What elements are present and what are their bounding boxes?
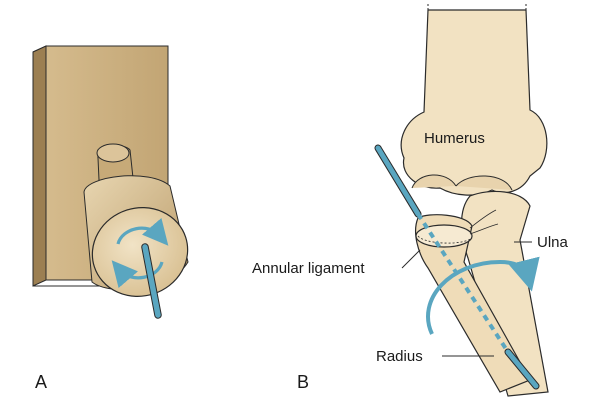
axis-rod-a — [141, 243, 162, 319]
panel-label-b: B — [297, 372, 309, 392]
humerus-bone — [400, 9, 548, 196]
label-radius: Radius — [376, 348, 423, 365]
ligament-leader — [401, 249, 421, 269]
plank-side-face — [32, 45, 47, 287]
axis-rod-b — [374, 144, 540, 390]
rotation-arrow-b — [426, 256, 540, 335]
panel-b-elbow — [374, 2, 549, 397]
panel-a-model — [32, 45, 189, 319]
large-cylinder — [83, 175, 189, 297]
rotation-arrows-a — [111, 217, 169, 289]
label-ulna: Ulna — [537, 234, 569, 251]
label-humerus: Humerus — [424, 130, 485, 147]
annular-ligament — [415, 209, 499, 248]
label-annular-ligament: Annular ligament — [252, 260, 365, 277]
ulna-bone — [460, 190, 549, 397]
panel-label-a: A — [35, 372, 47, 392]
